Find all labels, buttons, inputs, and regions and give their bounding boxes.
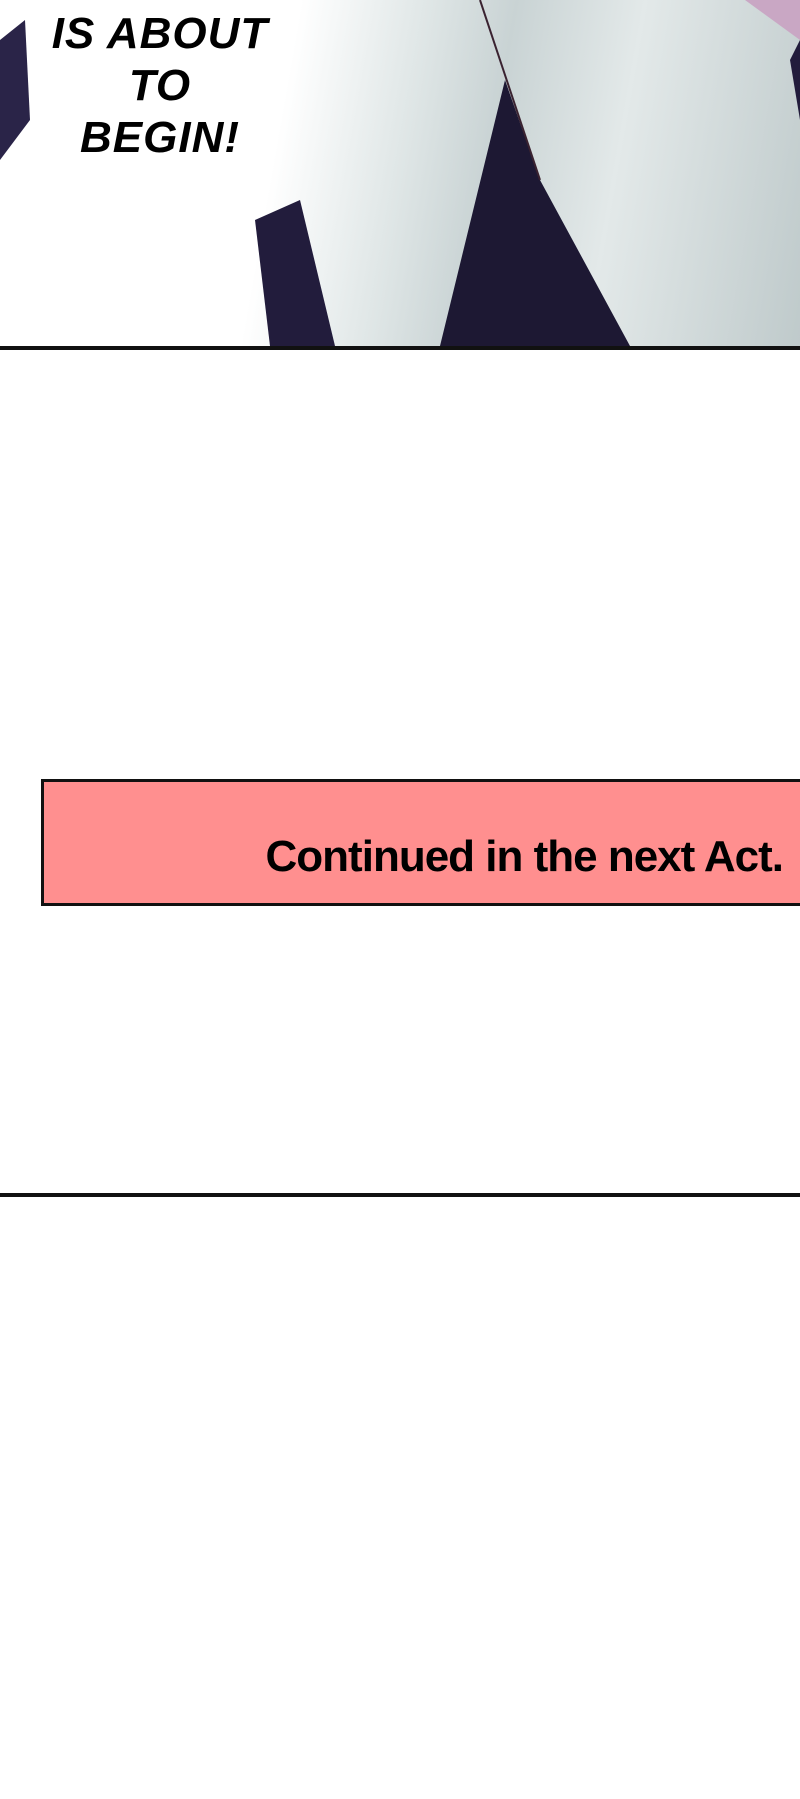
sfx-line: IS ABOUT — [51, 9, 269, 58]
comic-panel: IS ABOUT TO BEGIN! — [0, 0, 800, 346]
continued-banner: Continued in the next Act. — [41, 779, 800, 906]
banner-text: Continued in the next Act. — [265, 832, 784, 881]
panel-border — [0, 346, 800, 350]
divider-line — [0, 1193, 800, 1197]
sfx-line: TO — [128, 61, 192, 110]
panel-artwork — [0, 0, 800, 346]
sfx-line: BEGIN! — [80, 113, 240, 162]
sound-effect-text: IS ABOUT TO BEGIN! — [30, 8, 290, 164]
